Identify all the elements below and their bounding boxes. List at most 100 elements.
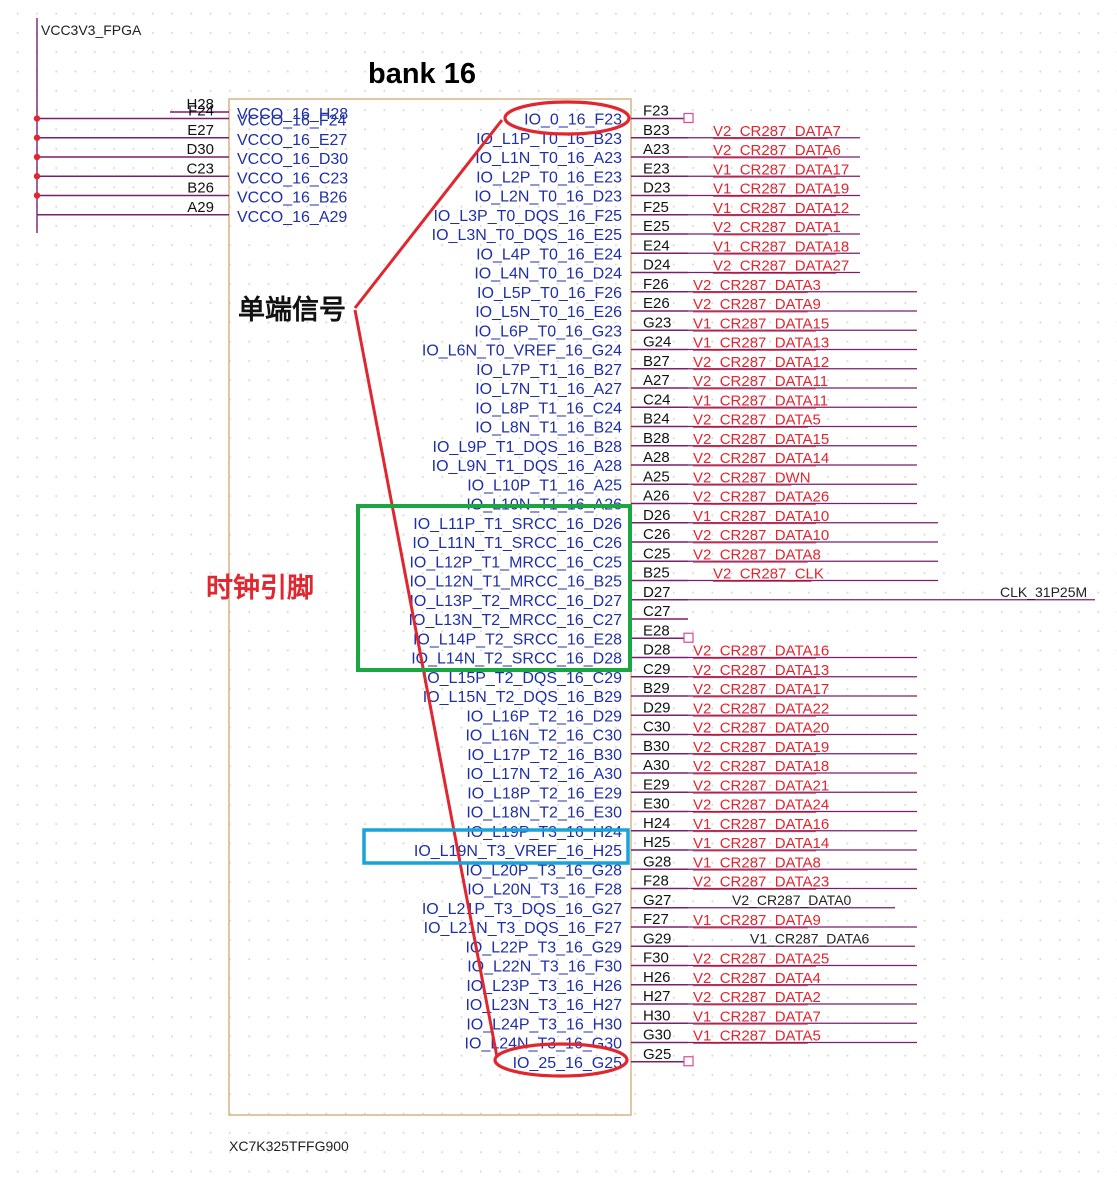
io-pin-number: C29	[643, 661, 671, 678]
io-pin-number: C25	[643, 545, 671, 562]
io-pin-name: IO_L6P_T0_16_G23	[474, 323, 622, 340]
vcco-pin-number: E27	[187, 122, 214, 139]
io-pin-number: G24	[643, 334, 671, 351]
io-pin-name: IO_L9N_T1_DQS_16_A28	[432, 458, 622, 475]
vcco-pin-name: VCCO_16_H28	[237, 106, 348, 123]
io-pin-number: H30	[643, 1007, 671, 1024]
net-label: V2_CR287_DATA15	[693, 431, 829, 448]
io-pin-number: A23	[643, 141, 670, 158]
clock-pins-highlight-box	[356, 504, 632, 672]
io-pin-name: IO_L15N_T2_DQS_16_B29	[423, 689, 622, 706]
io-pin-name: IO_L13N_T2_MRCC_16_C27	[409, 612, 623, 629]
io-pin-name: IO_L19P_T3_16_H24	[466, 824, 622, 841]
net-label: V2_CR287_DATA7	[713, 123, 841, 140]
io-pin-name: IO_L9P_T1_DQS_16_B28	[433, 439, 623, 456]
net-label: V2_CR287_DATA26	[693, 489, 829, 506]
net-label: V2_CR287_DATA3	[693, 277, 821, 294]
io-pin-number: D29	[643, 699, 671, 716]
junction-dot	[33, 192, 41, 199]
part-number: XC7K325TFFG900	[229, 1138, 349, 1154]
io-pin-number: E30	[643, 796, 670, 813]
vcco-pin-name: VCCO_16_C23	[237, 170, 348, 187]
vcco-pin-name: VCCO_16_A29	[237, 209, 347, 226]
vcco-pin-number: A29	[187, 199, 214, 216]
net-label: V2_CR287_DATA10	[693, 527, 829, 544]
net-label: V1_CR287_DATA12	[713, 200, 849, 217]
pointer-line-bottom	[353, 309, 499, 1058]
net-label: V1_CR287_DATA9	[693, 912, 821, 929]
io-pin-number: E24	[643, 237, 670, 254]
no-connect-marker	[683, 112, 694, 124]
net-label: V2_CR287_DATA1	[713, 219, 841, 236]
io-pin-name: IO_L20N_T3_16_F28	[467, 882, 622, 899]
io-pin-name: IO_L15P_T2_DQS_16_C29	[423, 670, 622, 687]
io-pin-name: IO_L11N_T1_SRCC_16_C26	[412, 535, 622, 552]
clock-pins-annotation: 时钟引脚	[206, 573, 314, 603]
net-label: V2_CR287_DATA4	[693, 970, 821, 987]
io-pin-name: IO_L23P_T3_16_H26	[466, 978, 622, 995]
net-label: V2_CR287_DATA12	[693, 354, 829, 371]
io-pin-name: IO_L4P_T0_16_E24	[476, 246, 622, 263]
net-label: V2_CR287_DATA2	[693, 989, 821, 1006]
io-pin-number: D28	[643, 642, 671, 659]
io-pin-number: C26	[643, 526, 671, 543]
net-label: V2_CR287_DATA19	[693, 739, 829, 756]
net-label: V2_CR287_CLK	[713, 566, 824, 583]
io-pin-name: IO_L1N_T0_16_A23	[475, 150, 622, 167]
io-pin-name: IO_L14P_T2_SRCC_16_E28	[413, 631, 622, 648]
net-label: V1_CR287_DATA13	[693, 335, 829, 352]
io-pin-number: G28	[643, 853, 671, 870]
io-pin-name: IO_L22N_T3_16_F30	[467, 959, 622, 976]
io-pin-name: IO_L14N_T2_SRCC_16_D28	[411, 651, 622, 668]
net-label: V1_CR287_DATA6	[750, 930, 870, 946]
io-pin-name: IO_L17P_T2_16_B30	[467, 747, 622, 764]
io-pin-name: IO_L10P_T1_16_A25	[467, 477, 622, 494]
net-label: V1_CR287_DATA19	[713, 181, 849, 198]
net-label: V2_CR287_DWN	[693, 469, 811, 486]
net-label: V1_CR287_DATA15	[693, 315, 829, 332]
io-pin-name: IO_L2P_T0_16_E23	[476, 169, 622, 186]
io-pin-number: B24	[643, 411, 670, 428]
junction-dot	[33, 153, 41, 161]
net-label: V1_CR287_DATA18	[713, 238, 849, 255]
io-pin-name: IO_L7P_T1_16_B27	[476, 362, 622, 379]
io-pin-number: D26	[643, 507, 671, 524]
vref-pin-highlight-box	[362, 828, 630, 865]
net-label: V1_CR287_DATA10	[693, 508, 829, 525]
io-pin-name: IO_L12N_T1_MRCC_16_B25	[409, 574, 622, 591]
net-label: V2_CR287_DATA21	[693, 777, 829, 794]
net-label: V1_CR287_DATA11	[693, 392, 828, 409]
io-pin-name: IO_L18N_T2_16_E30	[466, 805, 622, 822]
net-label: V2_CR287_DATA18	[693, 758, 829, 775]
io-pin-name: IO_L22P_T3_16_G29	[465, 939, 622, 956]
highlight-ellipse-bottom	[493, 1042, 629, 1078]
io-pin-name: IO_L18P_T2_16_E29	[467, 785, 622, 802]
net-label: V2_CR287_DATA14	[693, 450, 829, 467]
io-pin-name: IO_L3P_T0_DQS_16_F25	[433, 208, 622, 225]
net-label: V2_CR287_DATA27	[713, 258, 849, 275]
io-pin-number: B27	[643, 353, 670, 370]
io-pin-number: A30	[643, 757, 670, 774]
io-pin-number: F30	[643, 950, 669, 967]
io-pin-number: A26	[643, 488, 670, 505]
io-pin-number: F23	[643, 103, 669, 120]
io-pin-number: A28	[643, 449, 670, 466]
io-pin-number: F25	[643, 199, 669, 216]
io-pin-number: G23	[643, 314, 671, 331]
io-pin-name: IO_L17N_T2_16_A30	[466, 766, 622, 783]
junction-dot	[33, 134, 41, 141]
io-pin-name: IO_L3N_T0_DQS_16_E25	[432, 227, 622, 244]
io-pin-number: B25	[643, 565, 670, 582]
io-pin-number: F27	[643, 911, 669, 928]
io-pin-number: E26	[643, 295, 670, 312]
io-pin-number: D27	[643, 584, 671, 601]
net-label: V1_CR287_DATA8	[693, 854, 821, 871]
net-label: V2_CR287_DATA6	[713, 142, 841, 159]
io-pin-number: B29	[643, 680, 670, 697]
io-pin-number: C27	[643, 603, 671, 620]
net-labels-group: V2_CR287_DATA7V2_CR287_DATA6V1_CR287_DAT…	[688, 123, 1095, 1045]
io-pin-number: H24	[643, 815, 671, 832]
io-pin-name: IO_L20P_T3_16_G28	[465, 862, 622, 879]
io-pins-group: IO_0_16_F23F23IO_L1P_T0_16_B23B23IO_L1N_…	[409, 103, 694, 1072]
